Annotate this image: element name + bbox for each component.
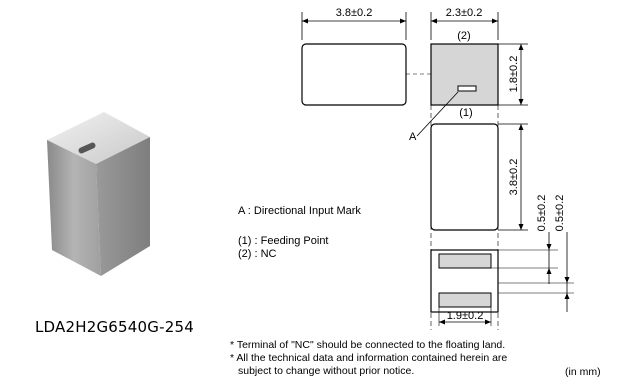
side-view-outline — [430, 123, 499, 231]
dimension-land-gap-1: 0.5±0.2 — [491, 195, 558, 284]
dimension-height-top: 1.8±0.2 — [498, 43, 528, 106]
marker-a-label: A — [409, 131, 417, 143]
dim-length-front-label: 3.8±0.2 — [508, 159, 520, 196]
directional-mark — [457, 85, 477, 92]
dim-width-top-label: 2.3±0.2 — [446, 7, 483, 19]
dim-land-gap-1-label: 0.5±0.2 — [536, 195, 548, 232]
legend-directional-mark: A : Directional Input Mark — [238, 205, 361, 217]
part-number: LDA2H2G6540G-254 — [35, 318, 194, 336]
legend-nc: (2) : NC — [238, 248, 277, 260]
top-view-outline — [430, 43, 499, 106]
dim-width-outer-label: 3.8±0.2 — [336, 7, 373, 19]
dimension-width-bottom: 1.9±0.2 — [438, 307, 492, 326]
legend-feeding-point: (1) : Feeding Point — [238, 235, 329, 247]
terminal-1-label: (1) — [459, 107, 472, 119]
dim-height-top-label: 1.8±0.2 — [508, 56, 520, 93]
dimension-width-outer: 3.8±0.2 — [301, 7, 407, 40]
note-subject-to-change: subject to change without prior notice. — [238, 365, 415, 377]
terminal-2-label: (2) — [457, 30, 470, 42]
note-terminal-nc: * Terminal of "NC" should be connected t… — [230, 339, 506, 351]
front-view-outline — [301, 43, 407, 106]
note-technical-data: * All the technical data and information… — [230, 352, 508, 364]
land-top — [438, 253, 492, 269]
dim-land-gap-2-label: 0.5±0.2 — [554, 195, 566, 232]
dimension-length-front: 3.8±0.2 — [498, 123, 528, 231]
land-bottom — [438, 292, 492, 308]
dimension-width-top: 2.3±0.2 — [430, 7, 499, 40]
dim-width-bottom-label: 1.9±0.2 — [447, 310, 484, 322]
unit-label: (in mm) — [565, 366, 601, 378]
dimension-land-gap-2: 0.5±0.2 — [498, 195, 574, 312]
